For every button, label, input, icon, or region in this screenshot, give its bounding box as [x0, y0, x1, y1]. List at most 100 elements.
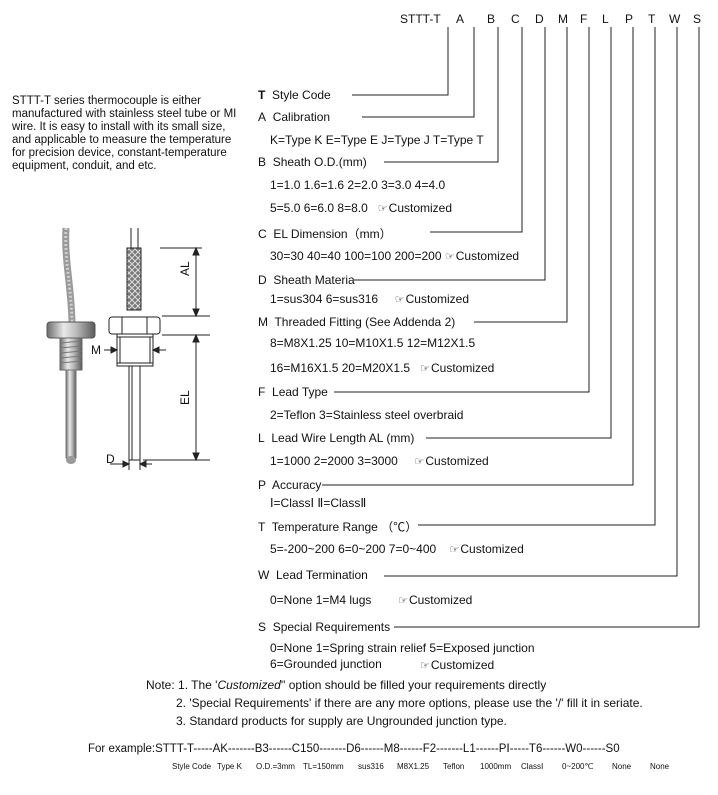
section-accuracy: P Accuracy: [258, 478, 321, 492]
temperature-range-options: 5=-200~200 6=0~200 7=0~400 ☞Customized: [270, 542, 524, 556]
connector-m: [474, 27, 568, 323]
example-sublabel-thread: M8X1.25: [397, 762, 430, 771]
section-temperature-range: T Temperature Range （℃）: [258, 518, 417, 535]
section-title: Style Code: [272, 88, 331, 102]
customized-label: Customized: [408, 593, 473, 607]
el-dimension-options: 30=30 40=40 100=100 200=200 ☞Customized: [270, 249, 519, 263]
special-requirements-options-1: 0=None 1=Spring strain relief 5=Exposed …: [270, 641, 535, 655]
al-dimension-label: AL: [178, 261, 192, 276]
section-letter: C: [258, 227, 267, 241]
section-lead-termination: W Lead Termination: [258, 568, 368, 582]
example-sublabel-temp: 0~200℃: [562, 762, 594, 771]
connector-p: [322, 27, 634, 486]
customized-label: Customized: [431, 361, 495, 375]
pointing-hand-icon: ☞: [414, 456, 425, 468]
section-title: Calibration: [272, 110, 331, 124]
section-letter: D: [258, 273, 267, 287]
option-text: 5=-200~200 6=0~200 7=0~400: [270, 542, 437, 556]
option-text: 1=1000 2=2000 3=3000: [270, 454, 398, 468]
connector-w: [384, 27, 678, 577]
code-letter-b: B: [487, 12, 496, 26]
section-special-requirements: S Special Requirements: [258, 620, 390, 634]
note-1-suffix: '' option should be filled your requirem…: [280, 678, 547, 692]
example-sublabel-special: None: [650, 762, 670, 771]
section-calibration: A Calibration: [258, 110, 330, 124]
code-letter-t: T: [648, 12, 656, 26]
section-letter: T: [258, 520, 266, 534]
section-title: Accuracy: [272, 478, 322, 492]
lead-wire-length-options: 1=1000 2=2000 3=3000 ☞Customized: [270, 454, 489, 468]
section-letter: S: [258, 620, 267, 634]
example-sublabel-od: O.D.=3mm: [256, 762, 295, 771]
threaded-fitting-options-2: 16=M16X1.5 20=M20X1.5 ☞Customized: [270, 361, 494, 375]
connector-b: [384, 27, 499, 163]
customized-label: Customized: [455, 249, 520, 263]
thermocouple-photo: [46, 227, 96, 464]
example-code: For example:STTT-T-----AK-------B3------…: [88, 743, 620, 755]
section-lead-wire-length: L Lead Wire Length AL (mm): [258, 431, 414, 445]
option-text: 1=sus304 6=sus316: [270, 292, 379, 306]
customized-label: Customized: [460, 542, 524, 556]
code-letter-c: C: [511, 12, 520, 26]
pointing-hand-icon: ☞: [420, 660, 430, 672]
example-sublabel-lead: Teflon: [443, 762, 465, 771]
code-letter-p: P: [625, 12, 634, 26]
pointing-hand-icon: ☞: [394, 294, 405, 306]
section-title: Sheath O.D.(mm): [272, 155, 367, 169]
el-dimension-label: EL: [178, 390, 192, 405]
connector-tr: [418, 27, 656, 526]
lead-type-options: 2=Teflon 3=Stainless steel overbraid: [270, 408, 464, 422]
code-letter-d: D: [535, 12, 544, 26]
section-title: Sheath Materia: [273, 273, 355, 287]
code-letter-m: M: [558, 12, 568, 26]
section-title: Lead Type: [272, 385, 328, 399]
pointing-hand-icon: ☞: [444, 251, 455, 263]
lead-termination-options: 0=None 1=M4 lugs ☞Customized: [270, 593, 472, 607]
note-3: 3. Standard products for supply are Ungr…: [176, 714, 507, 728]
example-sublabel-term: None: [612, 762, 632, 771]
option-text: 30=30 40=40 100=100 200=200: [270, 249, 442, 263]
section-letter: F: [258, 385, 266, 399]
example-sublabel-tl: TL=150mm: [303, 762, 344, 771]
example-sublabel-type: Type K: [217, 762, 242, 771]
example-sublabel-length: 1000mm: [480, 762, 512, 771]
customized-label: Customized: [425, 454, 489, 468]
code-letter-f: F: [580, 12, 588, 26]
connector-a: [362, 27, 475, 118]
section-letter: M: [258, 315, 268, 329]
section-sheath-material: D Sheath Materia: [258, 273, 355, 287]
pointing-hand-icon: ☞: [420, 363, 430, 375]
example-sublabel-class: ClassⅠ: [521, 762, 544, 771]
section-threaded-fitting: M Threaded Fitting (See Addenda 2): [258, 315, 455, 329]
connector-l: [426, 27, 612, 439]
pointing-hand-icon: ☞: [449, 544, 460, 556]
section-el-dimension: C EL Dimension（mm）: [258, 225, 392, 242]
customized-label: Customized: [388, 201, 453, 215]
accuracy-options: Ⅰ=ClassⅠ Ⅱ=ClassⅡ: [270, 496, 367, 510]
connector-f: [334, 27, 590, 393]
sheath-od-options-2: 5=5.0 6=6.0 8=8.0 ☞Customized: [270, 201, 452, 215]
section-lead-type: F Lead Type: [258, 385, 328, 399]
section-letter: B: [258, 155, 267, 169]
connector-c: [430, 27, 523, 233]
customized-label: Customized: [405, 292, 469, 306]
customized-label: Customized: [430, 658, 495, 672]
pointing-hand-icon: ☞: [377, 203, 388, 215]
note-2: 2. 'Special Requirements' if there are a…: [176, 696, 643, 710]
option-text: 5=5.0 6=6.0 8=8.0: [270, 201, 368, 215]
note-1-prefix: Note: 1. The ': [146, 678, 218, 692]
code-letter-w: W: [669, 12, 681, 26]
section-letter: T: [258, 88, 266, 102]
m-dimension-label: M: [91, 343, 101, 357]
pointing-hand-icon: ☞: [398, 595, 408, 607]
section-title: Lead Wire Length AL (mm): [271, 431, 415, 445]
d-dimension-label: D: [106, 452, 115, 466]
option-text: 0=None 1=M4 lugs: [270, 593, 372, 607]
sheath-material-options: 1=sus304 6=sus316 ☞Customized: [270, 292, 469, 306]
product-description: STTT-T series thermocouple is either man…: [12, 95, 237, 172]
calibration-options: K=Type K E=Type E J=Type J T=Type T: [270, 133, 484, 147]
connector-d: [354, 27, 546, 281]
section-title: EL Dimension（mm）: [273, 227, 392, 241]
threaded-fitting-options-1: 8=M8X1.25 10=M10X1.5 12=M12X1.5: [270, 336, 476, 350]
